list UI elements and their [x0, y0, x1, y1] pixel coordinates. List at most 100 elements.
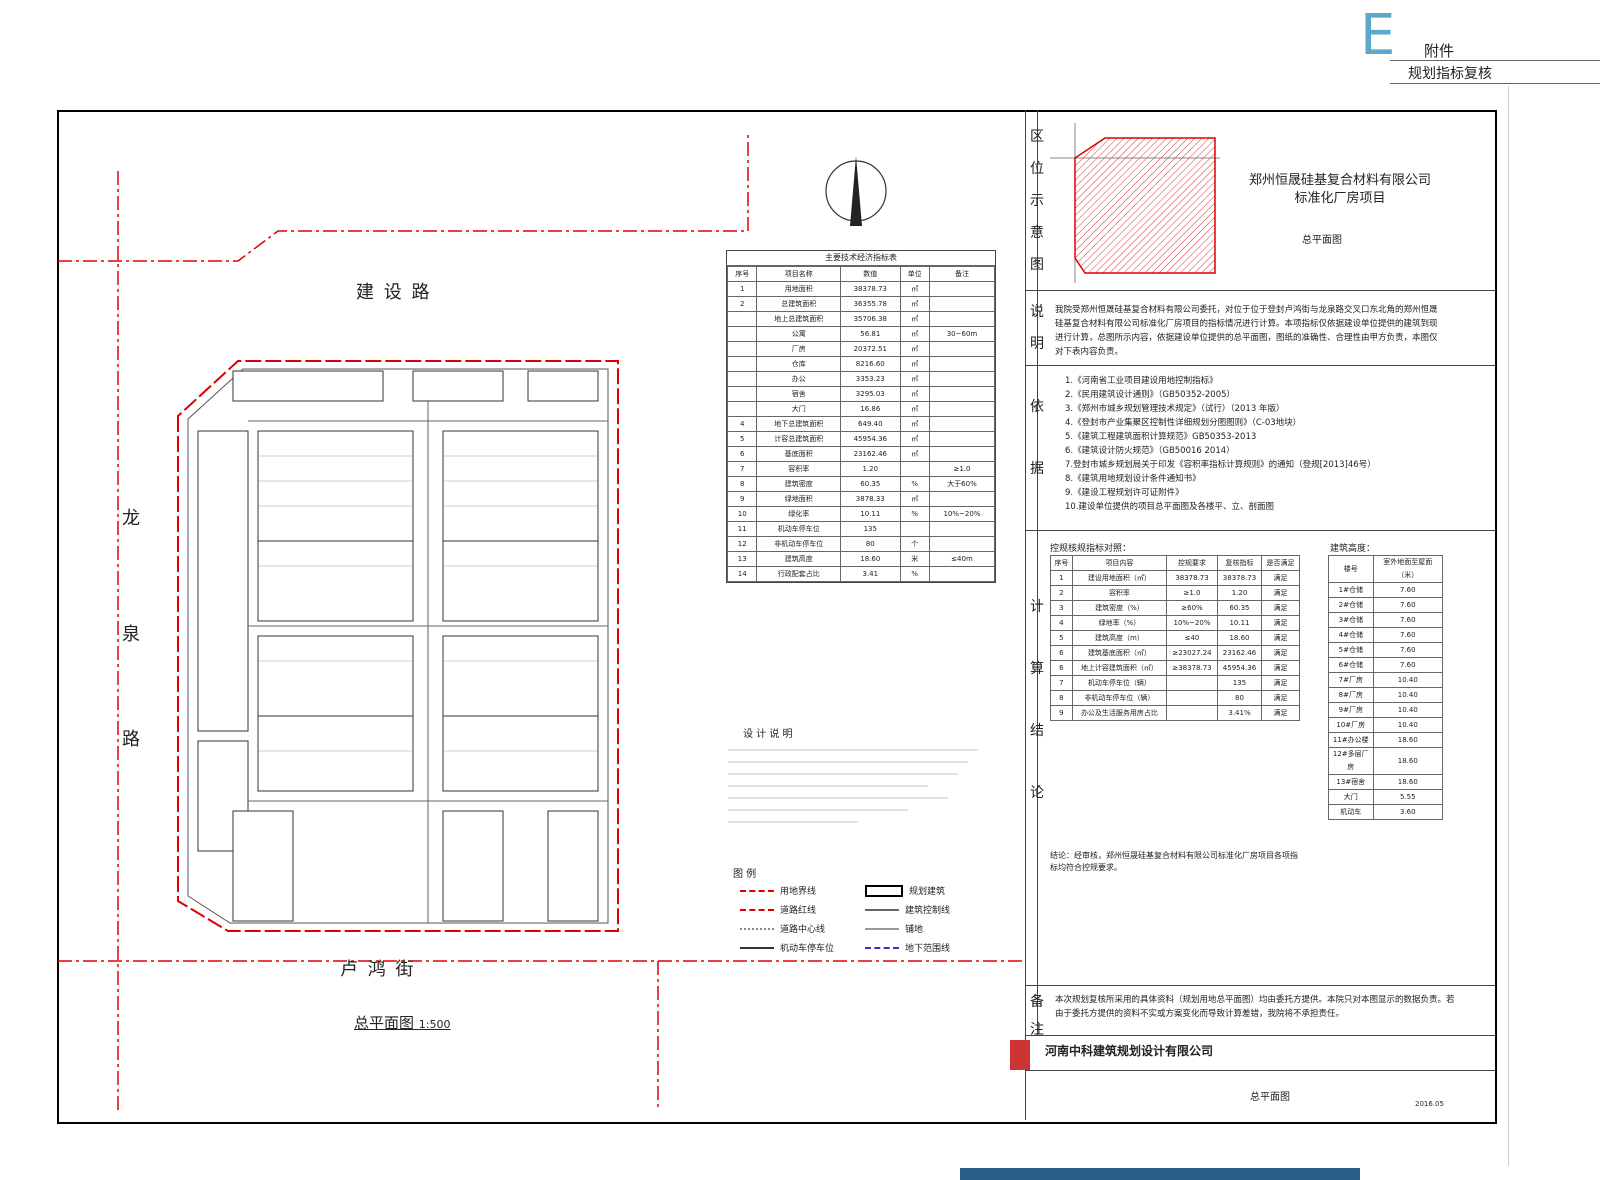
legend-swatch — [865, 884, 903, 897]
table-cell — [928, 281, 996, 297]
basis-item: 2.《民用建筑设计通则》（GB50352-2005） — [1065, 390, 1236, 400]
table-cell: 80 — [1216, 690, 1263, 706]
table-cell: 控规要求 — [1166, 555, 1218, 571]
table-cell: 序号 — [726, 266, 758, 282]
legend-swatch — [865, 908, 899, 911]
table-cell — [726, 341, 758, 357]
table-cell: ㎡ — [899, 341, 930, 357]
table-cell — [928, 311, 996, 327]
table-cell: 3353.23 — [840, 371, 901, 387]
legend-item: 用地界线 — [740, 884, 816, 897]
basis-list: 1.《河南省工业项目建设用地控制指标》 2.《民用建筑设计通则》（GB50352-… — [1065, 374, 1475, 514]
table-cell: 绿地面积 — [756, 491, 842, 507]
description-text: 我院受郑州恒晟硅基复合材料有限公司委托，对位于位于登封卢鸿街与龙泉路交叉口东北角… — [1055, 305, 1438, 357]
table-cell: 7 — [1050, 675, 1073, 691]
legend-swatch — [740, 927, 774, 930]
table-cell: 非机动车停车位 — [756, 536, 842, 552]
table-cell: 9 — [1050, 705, 1073, 721]
table-cell: 649.40 — [840, 416, 901, 432]
table-cell: 9#厂房 — [1328, 702, 1374, 718]
table-cell — [1166, 675, 1218, 691]
legend-item: 建筑控制线 — [865, 903, 950, 916]
table-cell: 10.40 — [1372, 672, 1444, 688]
site-plan-drawing — [58, 131, 1025, 1111]
table-cell: 序号 — [1050, 555, 1073, 571]
table-cell: 建筑密度（%） — [1071, 600, 1168, 616]
drawing-sheet — [57, 110, 1497, 1124]
table-cell: 3.41 — [840, 566, 901, 582]
road-label-west: 路 — [122, 729, 142, 750]
table-cell: 8216.60 — [840, 356, 901, 372]
table-cell: 7.60 — [1372, 642, 1444, 658]
table-cell — [928, 341, 996, 357]
table-cell: 38378.73 — [840, 281, 901, 297]
table-cell: 建设用地面积（㎡） — [1071, 570, 1168, 586]
table-cell: ㎡ — [899, 446, 930, 462]
table-cell: 23162.46 — [840, 446, 901, 462]
table-cell: 建筑基底面积（㎡） — [1071, 645, 1168, 661]
table-cell: 项目内容 — [1071, 555, 1168, 571]
basis-item: 1.《河南省工业项目建设用地控制指标》 — [1065, 376, 1218, 386]
road-label-west: 泉 — [122, 624, 142, 645]
legend-swatch — [865, 946, 899, 949]
table-cell: 满足 — [1261, 645, 1300, 661]
table-cell: 计容总建筑面积 — [756, 431, 842, 447]
table-cell — [899, 521, 930, 537]
row-divider — [1025, 985, 1495, 986]
table-cell: 13#宿舍 — [1328, 774, 1374, 790]
table-cell: 3295.03 — [840, 386, 901, 402]
table-cell: 11 — [726, 521, 758, 537]
row-divider — [1025, 1070, 1495, 1071]
table-cell: 个 — [899, 536, 930, 552]
table-cell: ≥38378.73 — [1166, 660, 1218, 676]
row-divider — [1025, 365, 1495, 366]
table-cell: 36355.78 — [840, 296, 901, 312]
table-cell: ≥1.0 — [928, 461, 996, 477]
table-cell: ㎡ — [899, 311, 930, 327]
table-cell: 行政配套占比 — [756, 566, 842, 582]
legend-label: 地下范围线 — [905, 944, 951, 954]
table-cell: ㎡ — [899, 326, 930, 342]
legend-swatch — [740, 908, 774, 911]
table-cell — [726, 311, 758, 327]
table-cell: 地上计容建筑面积（㎡） — [1071, 660, 1168, 676]
header-title: 附件 — [1424, 42, 1455, 60]
table-cell: ㎡ — [899, 281, 930, 297]
divider — [1390, 83, 1600, 84]
table-cell: 容积率 — [1071, 585, 1168, 601]
table-cell: 1 — [1050, 570, 1073, 586]
table-cell: 10.40 — [1372, 702, 1444, 718]
table-cell — [928, 356, 996, 372]
section-char: 示 — [1030, 193, 1044, 209]
table-cell — [928, 491, 996, 507]
footer-bar — [960, 1168, 1360, 1180]
section-basis-label: 依据 — [1027, 400, 1047, 524]
table-cell: 办公 — [756, 371, 842, 387]
table-cell: 5 — [726, 431, 758, 447]
table-cell — [726, 371, 758, 387]
table-cell: % — [899, 476, 930, 492]
table-cell: 机动车 — [1328, 804, 1374, 820]
table-cell: 1.20 — [840, 461, 901, 477]
table-cell — [928, 521, 996, 537]
section-char: 计 — [1030, 599, 1044, 615]
section-char: 图 — [1030, 257, 1044, 273]
table-cell: 38378.73 — [1216, 570, 1263, 586]
legend-label: 铺地 — [905, 925, 924, 935]
design-notes-title: 设 计 说 明 — [743, 729, 793, 740]
table-header: 楼号室外地面至屋面（米） — [1328, 555, 1444, 583]
